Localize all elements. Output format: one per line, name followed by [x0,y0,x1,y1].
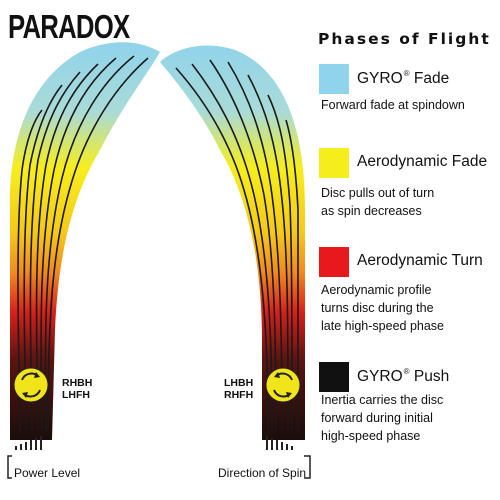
power-level-label: Power Level [14,466,81,480]
legend-swatch-aero-turn [319,247,349,277]
throw-label-lhbh: LHBH [224,377,254,389]
legend-label-gyro-push: GYRO® Push [357,367,450,385]
legend-desc-aero-turn: Aerodynamic profile turns disc during th… [321,283,445,333]
legend-label-aero-fade: Aerodynamic Fade [357,153,488,170]
legend-label-aero-turn: Aerodynamic Turn [357,252,483,269]
right-throw-labels: LHBH RHFH [224,377,253,401]
direction-of-spin-label: Direction of Spin [218,466,307,480]
left-disc-icon [13,367,49,403]
right-disc-icon [265,367,301,403]
legend-swatch-gyro-fade [319,64,349,94]
legend-desc-gyro-push: Inertia carries the disc forward during … [321,393,444,443]
left-throw-labels: RHBH LHFH [62,377,92,401]
power-level-icon [15,436,42,450]
trademark-symbol: ® [403,367,410,376]
legend-swatch-aero-fade [319,148,349,178]
left-flight-envelope [9,42,160,440]
right-flight-envelope [160,45,305,440]
power-level-bracket [7,455,12,479]
right-flight-lines [175,59,299,431]
direction-of-spin-bracket [304,455,311,479]
legend-swatch-gyro-push [319,362,349,392]
legend-desc-aero-fade: Disc pulls out of turn as spin decreases [321,186,435,218]
left-flight-lines [17,55,149,431]
throw-label-rhfh: RHFH [224,389,254,401]
legend-heading: Phases of Flight [318,30,491,48]
disc-title: PARADOX [8,8,130,45]
throw-label-rhbh: RHBH [62,377,93,389]
direction-of-spin-icon [266,436,293,450]
throw-label-lhfh: LHFH [62,389,90,401]
legend-desc-gyro-fade: Forward fade at spindown [321,98,465,112]
legend-label-gyro-fade: GYRO® Fade [357,69,450,87]
trademark-symbol: ® [403,69,410,78]
